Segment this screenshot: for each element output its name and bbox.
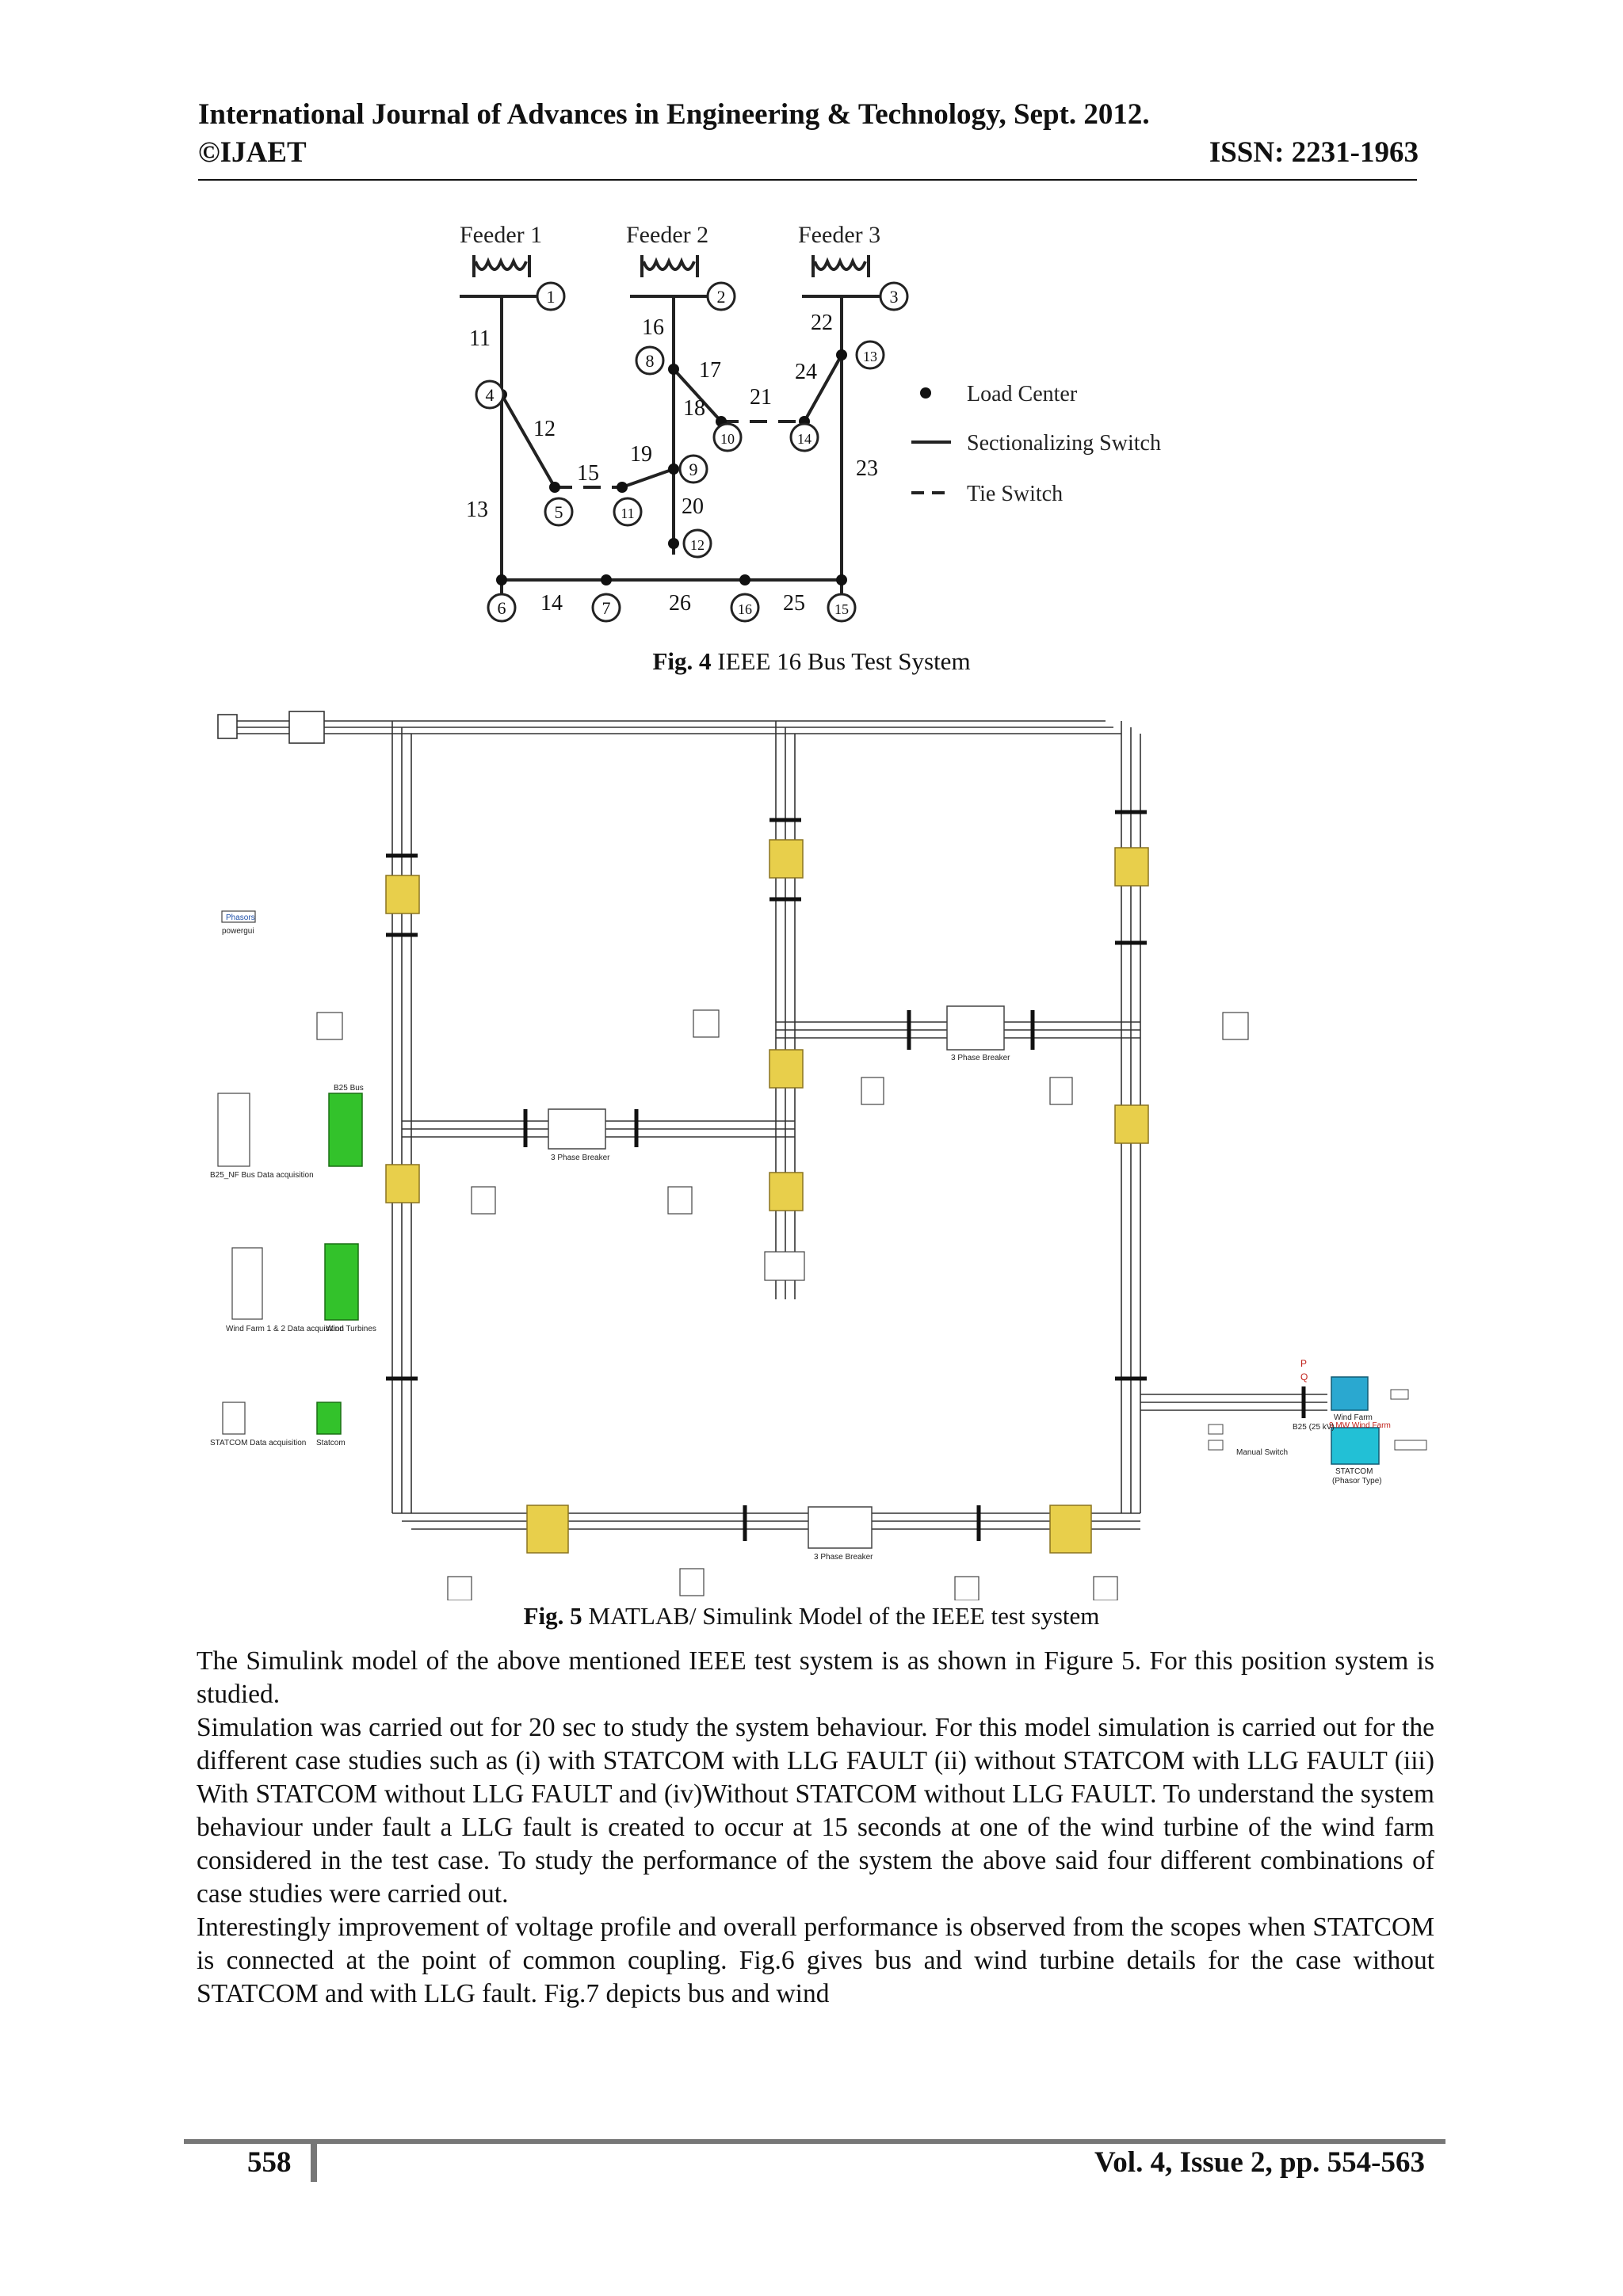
statcom-type-label: (Phasor Type): [1332, 1477, 1382, 1486]
manual-switch-label: Manual Switch: [1236, 1448, 1288, 1457]
b25-data-label: B25_NF Bus Data acquisition: [210, 1171, 314, 1180]
bus-16: 16: [738, 601, 752, 617]
legend-load-center: Load Center: [967, 382, 1078, 406]
q-label: Q: [1300, 1371, 1308, 1383]
page-number: 558: [247, 2146, 292, 2179]
bus-3: 3: [890, 287, 899, 307]
paragraph-1: The Simulink model of the above mentione…: [197, 1646, 1434, 1709]
footer-rule: [184, 2139, 1445, 2144]
legend-tie-switch: Tie Switch: [967, 482, 1063, 506]
statcom-scope-label: Statcom: [316, 1439, 346, 1447]
branch-11: 11: [469, 326, 491, 351]
bus-9: 9: [689, 460, 698, 479]
wind-data-label: Wind Farm 1 & 2 Data acquisition: [226, 1325, 344, 1333]
bus-1: 1: [547, 287, 556, 307]
p-label: P: [1300, 1358, 1307, 1369]
feeder-3-label: Feeder 3: [798, 222, 880, 248]
branch-17: 17: [699, 358, 721, 383]
branch-13: 13: [466, 498, 488, 522]
wind-farm-rating-label: 9 MW Wind Farm: [1329, 1421, 1391, 1430]
phasors-label: Phasors: [226, 913, 255, 922]
transformer-icons: [460, 255, 884, 298]
branch-16: 16: [642, 315, 664, 340]
figure-5-simulink: Phasors powergui B25 Bus B25_NF Bus Data…: [210, 711, 1427, 1600]
branch-21: 21: [750, 385, 772, 410]
bus-12: 12: [690, 537, 705, 553]
breaker-label-2: 3 Phase Breaker: [951, 1054, 1010, 1062]
figure-4-caption: Fig. 4 IEEE 16 Bus Test System: [652, 647, 971, 675]
branch-15: 15: [577, 461, 599, 486]
bus-15: 15: [834, 601, 849, 617]
branch-23: 23: [856, 456, 878, 481]
bus-8: 8: [646, 351, 655, 371]
bus-6: 6: [498, 598, 506, 618]
branch-24: 24: [795, 360, 817, 384]
bus-2: 2: [717, 287, 726, 307]
b25-node-label: B25 (25 kV): [1293, 1423, 1335, 1432]
bus-4: 4: [486, 385, 495, 405]
bus-13: 13: [863, 349, 877, 364]
breaker-label-3: 3 Phase Breaker: [814, 1553, 873, 1562]
footer-separator: [311, 2144, 317, 2182]
feeder-2-label: Feeder 2: [626, 222, 708, 248]
bus-11: 11: [621, 505, 634, 521]
figure-4-diagram: Feeder 1 Feeder 2 Feeder 3: [460, 222, 1161, 623]
header-rule: [198, 179, 1417, 181]
statcom-label: STATCOM: [1335, 1467, 1373, 1476]
bus-14: 14: [797, 431, 812, 447]
branch-25: 25: [783, 591, 805, 616]
wind-farm-label: Wind Farm: [1334, 1413, 1373, 1422]
branch-22: 22: [811, 311, 833, 335]
bus-7: 7: [602, 598, 611, 618]
branch-19: 19: [630, 442, 652, 467]
powergui-label: powergui: [222, 927, 254, 936]
statcom-data-label: STATCOM Data acquisition: [210, 1439, 306, 1447]
branch-20: 20: [682, 494, 704, 519]
journal-title: International Journal of Advances in Eng…: [198, 98, 1150, 131]
bus-5: 5: [555, 502, 563, 522]
volume-info: Vol. 4, Issue 2, pp. 554-563: [1094, 2146, 1425, 2179]
feeder-1-label: Feeder 1: [460, 222, 542, 248]
figure-5-caption: Fig. 5 MATLAB/ Simulink Model of the IEE…: [523, 1602, 1100, 1630]
breaker-label-1: 3 Phase Breaker: [551, 1154, 610, 1162]
copyright: ©IJAET: [198, 136, 307, 169]
paragraph-3: Interestingly improvement of voltage pro…: [197, 1913, 1434, 2008]
wind-turbines-label: Wind Turbines: [326, 1325, 376, 1333]
paragraph-2: Simulation was carried out for 20 sec to…: [197, 1713, 1434, 1909]
bus-10: 10: [720, 431, 735, 447]
b25-bus-label: B25 Bus: [334, 1084, 364, 1093]
branch-14: 14: [540, 591, 563, 616]
branch-12: 12: [533, 417, 556, 441]
branch-26: 26: [669, 591, 691, 616]
body-text: The Simulink model of the above mentione…: [197, 1645, 1434, 2011]
legend-sectionalizing-switch: Sectionalizing Switch: [967, 431, 1161, 456]
issn: ISSN: 2231-1963: [1209, 136, 1419, 169]
branch-18: 18: [683, 396, 705, 421]
